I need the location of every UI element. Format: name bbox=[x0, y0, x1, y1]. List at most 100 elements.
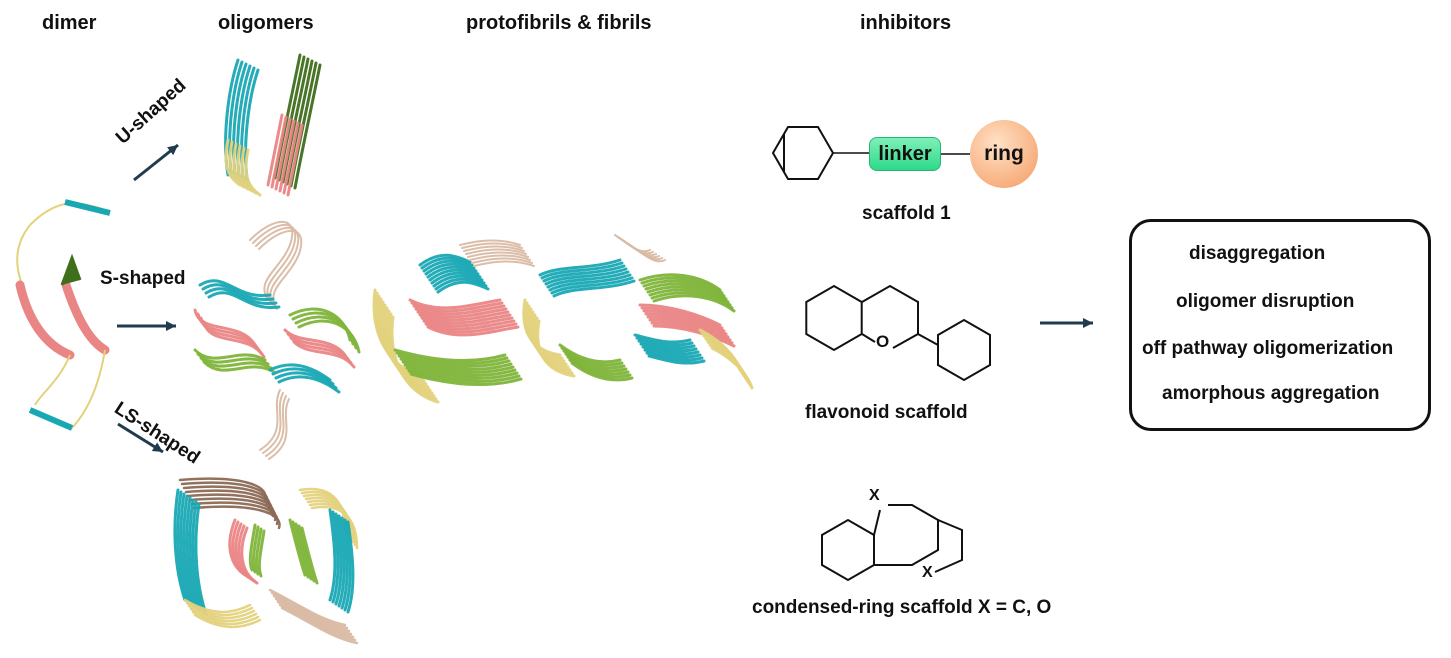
ls-oligomer-teal-left bbox=[182, 494, 196, 608]
protofibril-1-teal bbox=[436, 280, 490, 294]
protofibril-1-teal bbox=[422, 259, 476, 273]
u-oligomer-pink bbox=[274, 117, 292, 191]
dimer-pink-strand-1 bbox=[15, 280, 75, 360]
protofibril-2-teal-right bbox=[637, 339, 696, 350]
protofibril-2-yellow-right bbox=[710, 346, 754, 390]
protofibril-2-teal bbox=[542, 264, 626, 283]
protofibril-1-yellow bbox=[390, 315, 440, 404]
outcome-oligomer-disruption: oligomer disruption bbox=[1176, 291, 1355, 312]
condensed-ring-six bbox=[873, 504, 939, 566]
protofibril-2-pink bbox=[638, 303, 722, 327]
protofibril-1-teal bbox=[426, 265, 480, 279]
ls-oligomer-tan-bottom bbox=[274, 597, 353, 636]
protofibril-2-tan bbox=[629, 244, 666, 263]
s-oligomer-teal bbox=[204, 287, 278, 306]
protofibril-1-tan bbox=[461, 242, 523, 249]
flavonoid-ring-c bbox=[861, 284, 919, 349]
protofibril-2-teal-right bbox=[647, 354, 706, 365]
protofibril-2-teal bbox=[548, 273, 632, 292]
protofibril-1-teal bbox=[418, 253, 472, 267]
header-oligomers: oligomers bbox=[218, 12, 314, 34]
dimer-coil-bottom bbox=[34, 349, 106, 431]
ls-oligomer-yellow-right bbox=[310, 505, 359, 550]
protofibril-1-green bbox=[399, 357, 513, 371]
protofibril-2-teal-right bbox=[639, 342, 698, 353]
scaffold-1-benzene-ring bbox=[771, 126, 835, 180]
flavonoid-ring-b bbox=[937, 318, 991, 382]
s-oligomer-tan-top bbox=[249, 220, 294, 301]
ls-oligomer-teal-left bbox=[179, 492, 193, 606]
s-oligomer-tan-bottom bbox=[259, 389, 281, 451]
artwork-group bbox=[15, 53, 1093, 645]
arrow-to-outcomes-head bbox=[1083, 318, 1093, 328]
ls-oligomer-teal-right bbox=[346, 520, 355, 614]
ls-oligomer-yellow-bottom bbox=[185, 601, 254, 617]
protofibril-1-green bbox=[403, 363, 517, 377]
protofibril-2-pink bbox=[646, 315, 730, 339]
s-oligomer-green-right bbox=[297, 319, 361, 354]
protofibril-1-green bbox=[401, 360, 515, 374]
protofibril-1-pink bbox=[412, 304, 506, 316]
flavonoid-bond-b bbox=[917, 333, 939, 346]
protofibril-1-pink bbox=[416, 310, 510, 322]
protofibril-1-tan bbox=[471, 257, 533, 264]
ls-oligomer-teal-left bbox=[188, 498, 202, 612]
protofibril-1-green bbox=[397, 354, 511, 368]
ring-label: ring bbox=[984, 142, 1024, 165]
flavonoid-oxygen-atom: O bbox=[876, 332, 890, 351]
protofibril-2-teal bbox=[540, 261, 624, 280]
header-fibrils: protofibrils & fibrils bbox=[466, 12, 652, 34]
u-oligomer-pink bbox=[278, 119, 296, 193]
ls-oligomer-green-right bbox=[288, 518, 307, 577]
condensed-atom-top: X bbox=[869, 487, 880, 504]
label-s-shaped: S-shaped bbox=[100, 268, 186, 289]
protofibril-1-pink bbox=[408, 298, 502, 310]
ls-oligomer-teal-right bbox=[328, 508, 337, 602]
ls-oligomer-yellow-bottom bbox=[189, 607, 258, 623]
protofibril-1-pink bbox=[420, 316, 514, 328]
protofibril-2-pink bbox=[652, 324, 736, 348]
protofibril-1-teal bbox=[434, 277, 488, 291]
protofibril-1-green bbox=[407, 369, 521, 383]
protofibril-2-yellow bbox=[536, 319, 576, 378]
protofibril-1-pink bbox=[410, 301, 504, 313]
ls-oligomer-teal-right bbox=[337, 514, 346, 608]
s-oligomer-teal bbox=[207, 291, 281, 310]
outcome-disaggregation: disaggregation bbox=[1189, 243, 1326, 264]
ls-oligomer-green-right bbox=[297, 524, 316, 583]
ls-oligomer-green-right bbox=[300, 526, 319, 585]
protofibril-2-green bbox=[570, 361, 634, 382]
protofibril-1-teal bbox=[420, 256, 474, 270]
s-oligomer-teal-right bbox=[268, 363, 332, 382]
protofibril-2-green-right bbox=[650, 291, 734, 310]
s-oligomer-tan-bottom bbox=[265, 395, 287, 457]
ls-oligomer-tan-bottom bbox=[270, 591, 349, 630]
s-oligomer-tan-top bbox=[252, 223, 297, 304]
ls-oligomer-green-left bbox=[248, 523, 257, 572]
condensed-ring-five bbox=[934, 519, 963, 573]
u-oligomer-pink bbox=[286, 123, 304, 197]
ls-oligomer-teal-right bbox=[331, 510, 340, 604]
protofibril-2-green-right bbox=[644, 282, 728, 301]
ls-oligomer-tan-bottom bbox=[272, 594, 351, 633]
protofibril-2-teal-right bbox=[643, 348, 702, 359]
protofibril-2-teal-right bbox=[645, 351, 704, 362]
ls-oligomer-teal-left bbox=[191, 500, 205, 614]
s-oligomer-pink bbox=[202, 320, 266, 359]
ls-oligomer-teal-right bbox=[334, 512, 343, 606]
condensed-atom-bottom: X bbox=[922, 564, 933, 581]
u-oligomer-pink bbox=[270, 115, 288, 189]
s-oligomer-tan-top bbox=[255, 226, 300, 307]
protofibril-2-teal-right bbox=[641, 345, 700, 356]
protofibril-2-pink bbox=[640, 306, 724, 330]
dimer-teal-arrow-top bbox=[64, 199, 111, 216]
dimer-teal-arrow-bottom bbox=[28, 407, 74, 431]
protofibril-2-green-right bbox=[646, 285, 730, 304]
ls-oligomer-yellow-bottom bbox=[183, 598, 252, 614]
ls-oligomer-green-left bbox=[257, 529, 266, 578]
protofibril-1-tan bbox=[469, 254, 531, 261]
protofibril-2-teal-right bbox=[635, 336, 694, 347]
ls-oligomer-yellow-bottom bbox=[191, 610, 260, 626]
